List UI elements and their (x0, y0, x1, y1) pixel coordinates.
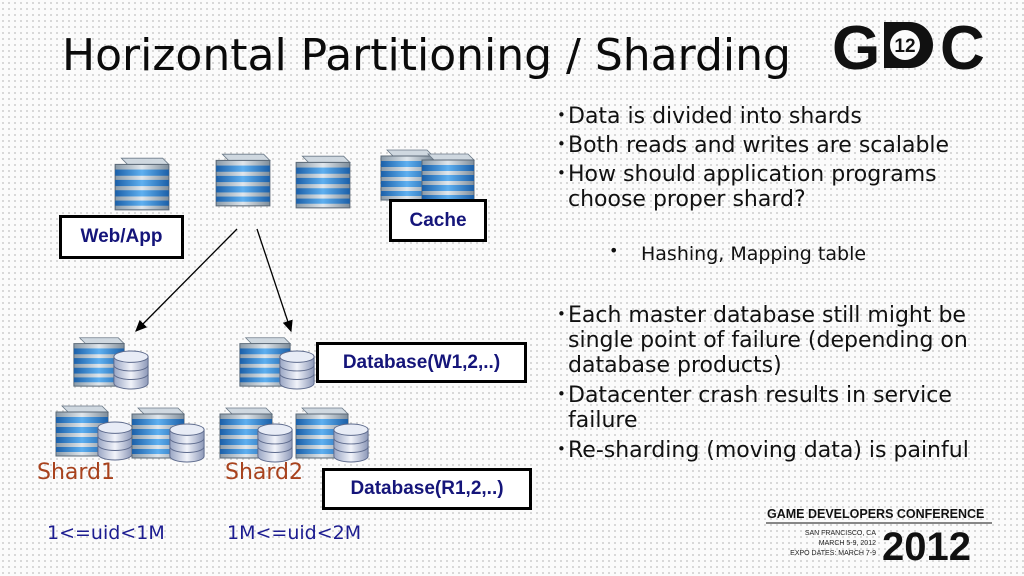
db-read-label: Database(R1,2,..) (322, 468, 532, 510)
shard2-label: Shard2 (225, 460, 304, 485)
database-cylinder-icon (279, 350, 315, 390)
shard1-range: 1<=uid<1M (47, 522, 165, 544)
database-cylinder-icon (113, 350, 149, 390)
web-app-label: Web/App (59, 215, 184, 259)
logo-number: 12 (894, 36, 915, 57)
bullet-list-2: Each master database still might be sing… (557, 302, 997, 463)
logo-d-counter (890, 30, 920, 60)
database-cylinder-icon (169, 423, 205, 463)
conference-name: GAME DEVELOPERS CONFERENCE (767, 507, 984, 521)
sub-bullet-item: • Hashing, Mapping table (609, 241, 867, 265)
arrow-icon (135, 228, 238, 332)
database-cylinder-icon (333, 423, 369, 463)
logo-letter-g: G (832, 14, 880, 76)
conference-expo: EXPO DATES: MARCH 7-9 (790, 550, 876, 557)
logo-letter-c: C (940, 14, 985, 76)
page-title: Horizontal Partitioning / Sharding (62, 30, 791, 81)
database-cylinder-icon (257, 423, 293, 463)
bullet-item: Both reads and writes are scalable (557, 132, 997, 158)
sub-bullet-dot-icon: • (609, 241, 619, 260)
cache-label: Cache (389, 199, 487, 242)
conference-year: 2012 (882, 525, 971, 563)
bullet-item: Re-sharding (moving data) is painful (557, 437, 997, 463)
sub-bullet-text: Hashing, Mapping table (641, 243, 867, 265)
bullet-item: Data is divided into shards (557, 103, 997, 129)
gdc-logo: G 12 C (832, 14, 985, 76)
bullet-item: Each master database still might be sing… (557, 302, 997, 378)
bullet-item: How should application programs choose p… (557, 161, 997, 212)
conference-city: SAN FRANCISCO, CA (805, 530, 877, 537)
bullet-list: Data is divided into shards Both reads a… (557, 103, 997, 212)
db-write-label: Database(W1,2,..) (316, 342, 527, 383)
bullet-item: Datacenter crash results in service fail… (557, 382, 997, 433)
conference-logo: GAME DEVELOPERS CONFERENCE SAN FRANCISCO… (766, 507, 992, 563)
shard1-label: Shard1 (37, 460, 116, 485)
arrow-icon (256, 228, 293, 333)
shard2-range: 1M<=uid<2M (227, 522, 362, 544)
conference-dates: MARCH 5-9, 2012 (819, 540, 876, 547)
